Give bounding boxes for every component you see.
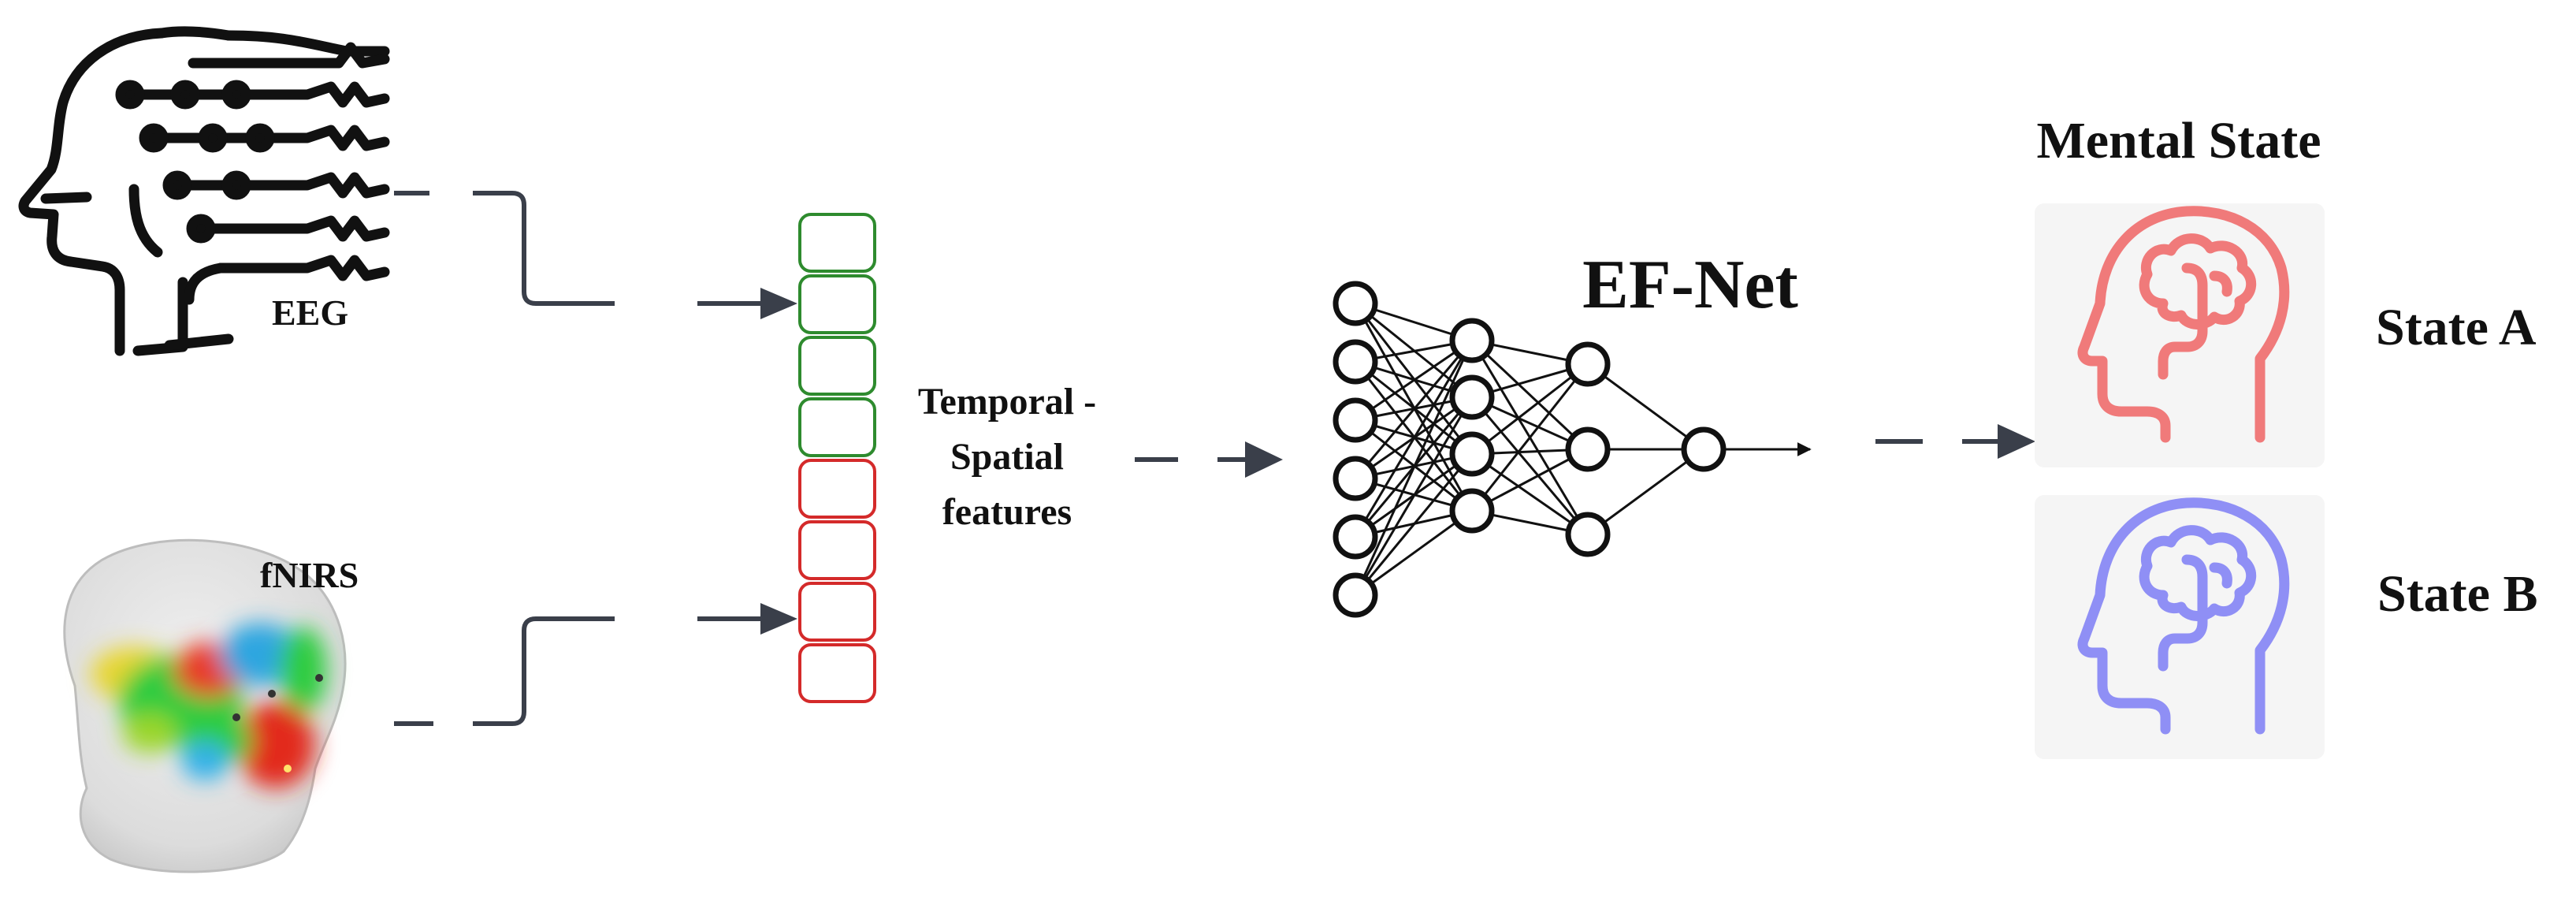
network-node [1449,318,1495,363]
features-label-line1: Temporal - [918,381,1096,423]
network-node [1449,431,1495,477]
eeg-head-circuit-icon [18,26,390,356]
network-edge [1471,363,1589,456]
feature-vector [798,213,876,703]
eeg-arrow-head [760,288,797,319]
eeg-feature-cell [798,397,876,457]
network-edge [1355,509,1473,597]
network-edge [1354,453,1474,596]
eeg-connector [394,191,768,306]
fnirs-brain-activation-icon [63,538,347,873]
network-edge [1470,363,1589,512]
network-node [1681,426,1727,472]
features-label-line3: features [942,491,1072,533]
output-title: Mental State [2036,112,2321,169]
eeg-feature-cell [798,213,876,273]
eeg-feature-cell [798,274,876,334]
network-node [1333,339,1378,385]
network-edge [1587,363,1704,451]
ef-net-neural-network-icon [1333,281,1812,618]
features-arrow-head [1245,441,1283,478]
network-node [1333,456,1378,501]
network-edge [1354,397,1474,596]
fnirs-feature-cell [798,520,876,580]
eeg-label: EEG [272,292,348,333]
fnirs-label: fNIRS [260,555,359,595]
features-label-line2: Spatial [950,436,1064,478]
state-a-label: State A [2376,299,2537,356]
state-b-head-brain-icon [2077,497,2290,735]
network-node [1565,426,1611,472]
network-node [1333,281,1378,326]
network-node [1333,572,1378,618]
fnirs-feature-cell [798,582,876,642]
network-node [1565,512,1611,557]
network-edge [1587,448,1704,536]
network-node [1333,397,1378,443]
eeg-feature-cell [798,336,876,396]
network-edge [1355,339,1473,422]
network-node [1449,374,1495,420]
fnirs-arrow-head [760,603,797,635]
network-edge [1354,340,1474,596]
network-node [1449,488,1495,534]
network-node [1565,341,1611,387]
state-b-label: State B [2377,565,2537,623]
network-edge [1354,340,1474,479]
network-edge [1354,340,1474,538]
network-node [1333,514,1378,560]
network-edge [1470,339,1589,451]
fnirs-connector [394,616,768,726]
fnirs-feature-cell [798,459,876,519]
network-edge [1471,452,1589,536]
fnirs-feature-cell [798,643,876,703]
state-a-head-brain-icon [2077,206,2290,443]
model-label: EF-Net [1582,247,1798,323]
network-edge [1470,397,1589,535]
network-arrow-head [1998,424,2035,459]
